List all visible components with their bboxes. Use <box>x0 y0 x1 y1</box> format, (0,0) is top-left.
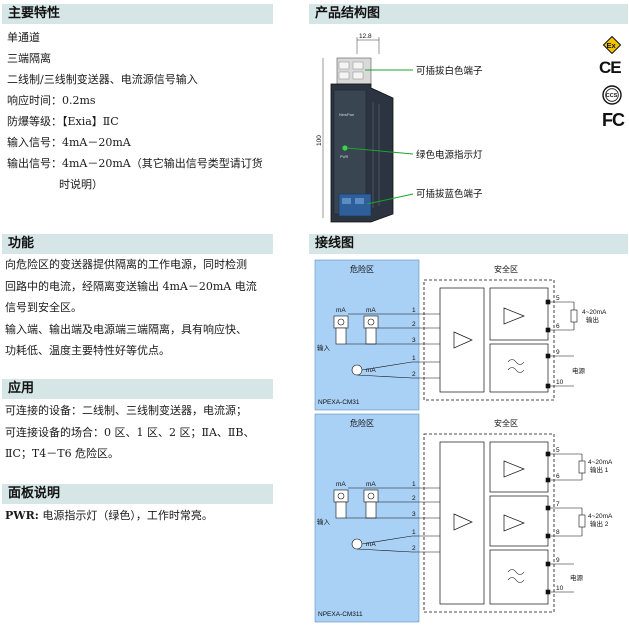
hazard-label: 危险区 <box>350 418 374 428</box>
feature-item: 三端隔离 <box>7 52 51 65</box>
function-line: 信号到安全区。 <box>5 301 82 314</box>
wiring-header: 接线图 <box>309 234 628 254</box>
product-title: 产品结构图 <box>315 6 381 21</box>
transmitter-ma-2: mA <box>366 481 376 488</box>
transmitter-ma-1: mA <box>336 307 346 314</box>
function-line: 回路中的电流，经隔离变送输出 4mA－20mA 电流 <box>5 279 257 293</box>
dim-side-label: 100 <box>316 135 323 146</box>
terminal-label: 10 <box>556 585 564 592</box>
output-range: 4~20mA <box>582 309 607 316</box>
terminal-label: 10 <box>556 379 564 386</box>
product-header: 产品结构图 <box>309 4 628 24</box>
wiring-diagram-2: 危险区 安全区 mA mA mA 输入 1 2 3 <box>314 413 613 623</box>
output-2-label: 输出 2 <box>590 519 609 528</box>
features-list: 单通道 三端隔离 二线制/三线制变送器、电流源信号输入 响应时间：0.2ms 防… <box>7 27 263 195</box>
function-title: 功能 <box>8 236 35 251</box>
input-label: 输入 <box>317 517 331 526</box>
green-led <box>342 145 348 151</box>
application-title: 应用 <box>8 381 35 396</box>
terminal-label: 1 <box>412 355 416 362</box>
panel-text: PWR: 电源指示灯（绿色），工作时常亮。 <box>5 505 213 527</box>
terminal-label: 6 <box>556 473 560 480</box>
ce-mark-icon: CE <box>599 58 622 77</box>
application-header: 应用 <box>2 379 273 399</box>
terminal-label: 3 <box>412 337 416 344</box>
terminal-label: 9 <box>556 557 560 564</box>
svg-text:NewPan: NewPan <box>339 112 354 117</box>
features-header: 主要特性 <box>2 4 273 24</box>
product-drawing: 12.8 100 NewPan PWR 可插拔白色端子 绿色电源指示灯 可插拔蓝… <box>316 33 483 223</box>
function-line: 功耗低、温度主要特性好等优点。 <box>5 344 170 357</box>
terminal-label: 3 <box>412 511 416 518</box>
feature-item: 单通道 <box>7 31 40 44</box>
panel-title: 面板说明 <box>8 486 61 501</box>
wiring-title: 接线图 <box>315 236 355 251</box>
function-text: 向危险区的变送器提供隔离的工作电源，同时检测 回路中的电流，经隔离变送输出 4m… <box>5 254 257 362</box>
callout-green-led: 绿色电源指示灯 <box>416 149 483 161</box>
feature-item: 输出信号：4mA－20mA（其它输出信号类型请订货 <box>7 157 263 170</box>
function-line: 输入端、输出端及电源端三端隔离，具有响应快、 <box>5 322 247 336</box>
terminal-label: 1 <box>412 481 416 488</box>
transmitter-ma-2: mA <box>366 307 376 314</box>
output-label: 输出 <box>586 315 599 324</box>
source-ma: mA <box>366 541 376 548</box>
dim-top-label: 12.8 <box>359 33 372 40</box>
function-line: 向危险区的变送器提供隔离的工作电源，同时检测 <box>5 258 247 271</box>
wiring-diagrams: 危险区 安全区 mA mA mA 输入 1 2 <box>314 259 613 623</box>
ex-mark-icon: Ex <box>602 35 622 55</box>
output-2-range: 4~20mA <box>588 513 613 520</box>
terminal-label: 2 <box>412 371 416 378</box>
safe-label: 安全区 <box>494 264 518 274</box>
terminal-label: 2 <box>412 545 416 552</box>
svg-text:Ex: Ex <box>607 41 617 50</box>
callout-white-terminal: 可插拔白色端子 <box>416 65 483 77</box>
model-label: NPEXA-CM31 <box>318 399 360 406</box>
svg-text:PWR: PWR <box>340 155 349 159</box>
fc-mark-icon: FC <box>602 110 625 130</box>
application-line: 可连接的设备：二线制、三线制变送器，电流源； <box>5 404 247 417</box>
features-title: 主要特性 <box>8 6 61 21</box>
wiring-diagram-1: 危险区 安全区 mA mA mA 输入 1 2 <box>314 259 607 411</box>
input-label: 输入 <box>317 343 331 352</box>
terminal-label: 6 <box>556 323 560 330</box>
output-1-range: 4~20mA <box>588 459 613 466</box>
power-label: 电源 <box>570 573 584 582</box>
pwr-desc: 电源指示灯（绿色），工作时常亮。 <box>38 509 213 522</box>
pwr-label: PWR: <box>5 509 39 522</box>
panel-header: 面板说明 <box>2 484 273 504</box>
terminal-label: 5 <box>556 447 560 454</box>
feature-item: 防爆等级：【Exia】ⅡC <box>7 115 119 128</box>
terminal-label: 2 <box>412 495 416 502</box>
terminal-label: 8 <box>556 529 560 536</box>
application-line: ⅡC；T4－T6 危险区。 <box>5 447 120 460</box>
ccs-mark-icon: CCS <box>602 85 622 105</box>
blue-terminal <box>338 193 372 217</box>
terminal-label: 7 <box>556 501 560 508</box>
feature-item: 二线制/三线制变送器、电流源信号输入 <box>7 73 198 86</box>
application-text: 可连接的设备：二线制、三线制变送器，电流源； 可连接设备的场合：0 区、1 区、… <box>5 400 254 465</box>
power-label: 电源 <box>572 366 586 375</box>
terminal-label: 1 <box>412 307 416 314</box>
application-line: 可连接设备的场合：0 区、1 区、2 区；ⅡA、ⅡB、 <box>5 425 255 439</box>
feature-item: 输入信号：4mA－20mA <box>7 136 131 149</box>
terminal-label: 1 <box>412 529 416 536</box>
feature-item: 响应时间：0.2ms <box>7 94 96 107</box>
terminal-label: 9 <box>556 349 560 356</box>
output-1-label: 输出 1 <box>590 465 609 474</box>
safe-label: 安全区 <box>494 418 518 428</box>
terminal-label: 2 <box>412 321 416 328</box>
terminal-label: 5 <box>556 295 560 302</box>
model-label: NPEXA-CM311 <box>318 611 363 618</box>
hazard-label: 危险区 <box>350 264 374 274</box>
transmitter-ma-1: mA <box>336 481 346 488</box>
function-header: 功能 <box>2 234 273 254</box>
feature-item: 时说明） <box>59 178 103 191</box>
svg-text:CCS: CCS <box>606 93 618 99</box>
source-ma: mA <box>366 367 376 374</box>
callout-blue-terminal: 可插拔蓝色端子 <box>416 188 483 200</box>
